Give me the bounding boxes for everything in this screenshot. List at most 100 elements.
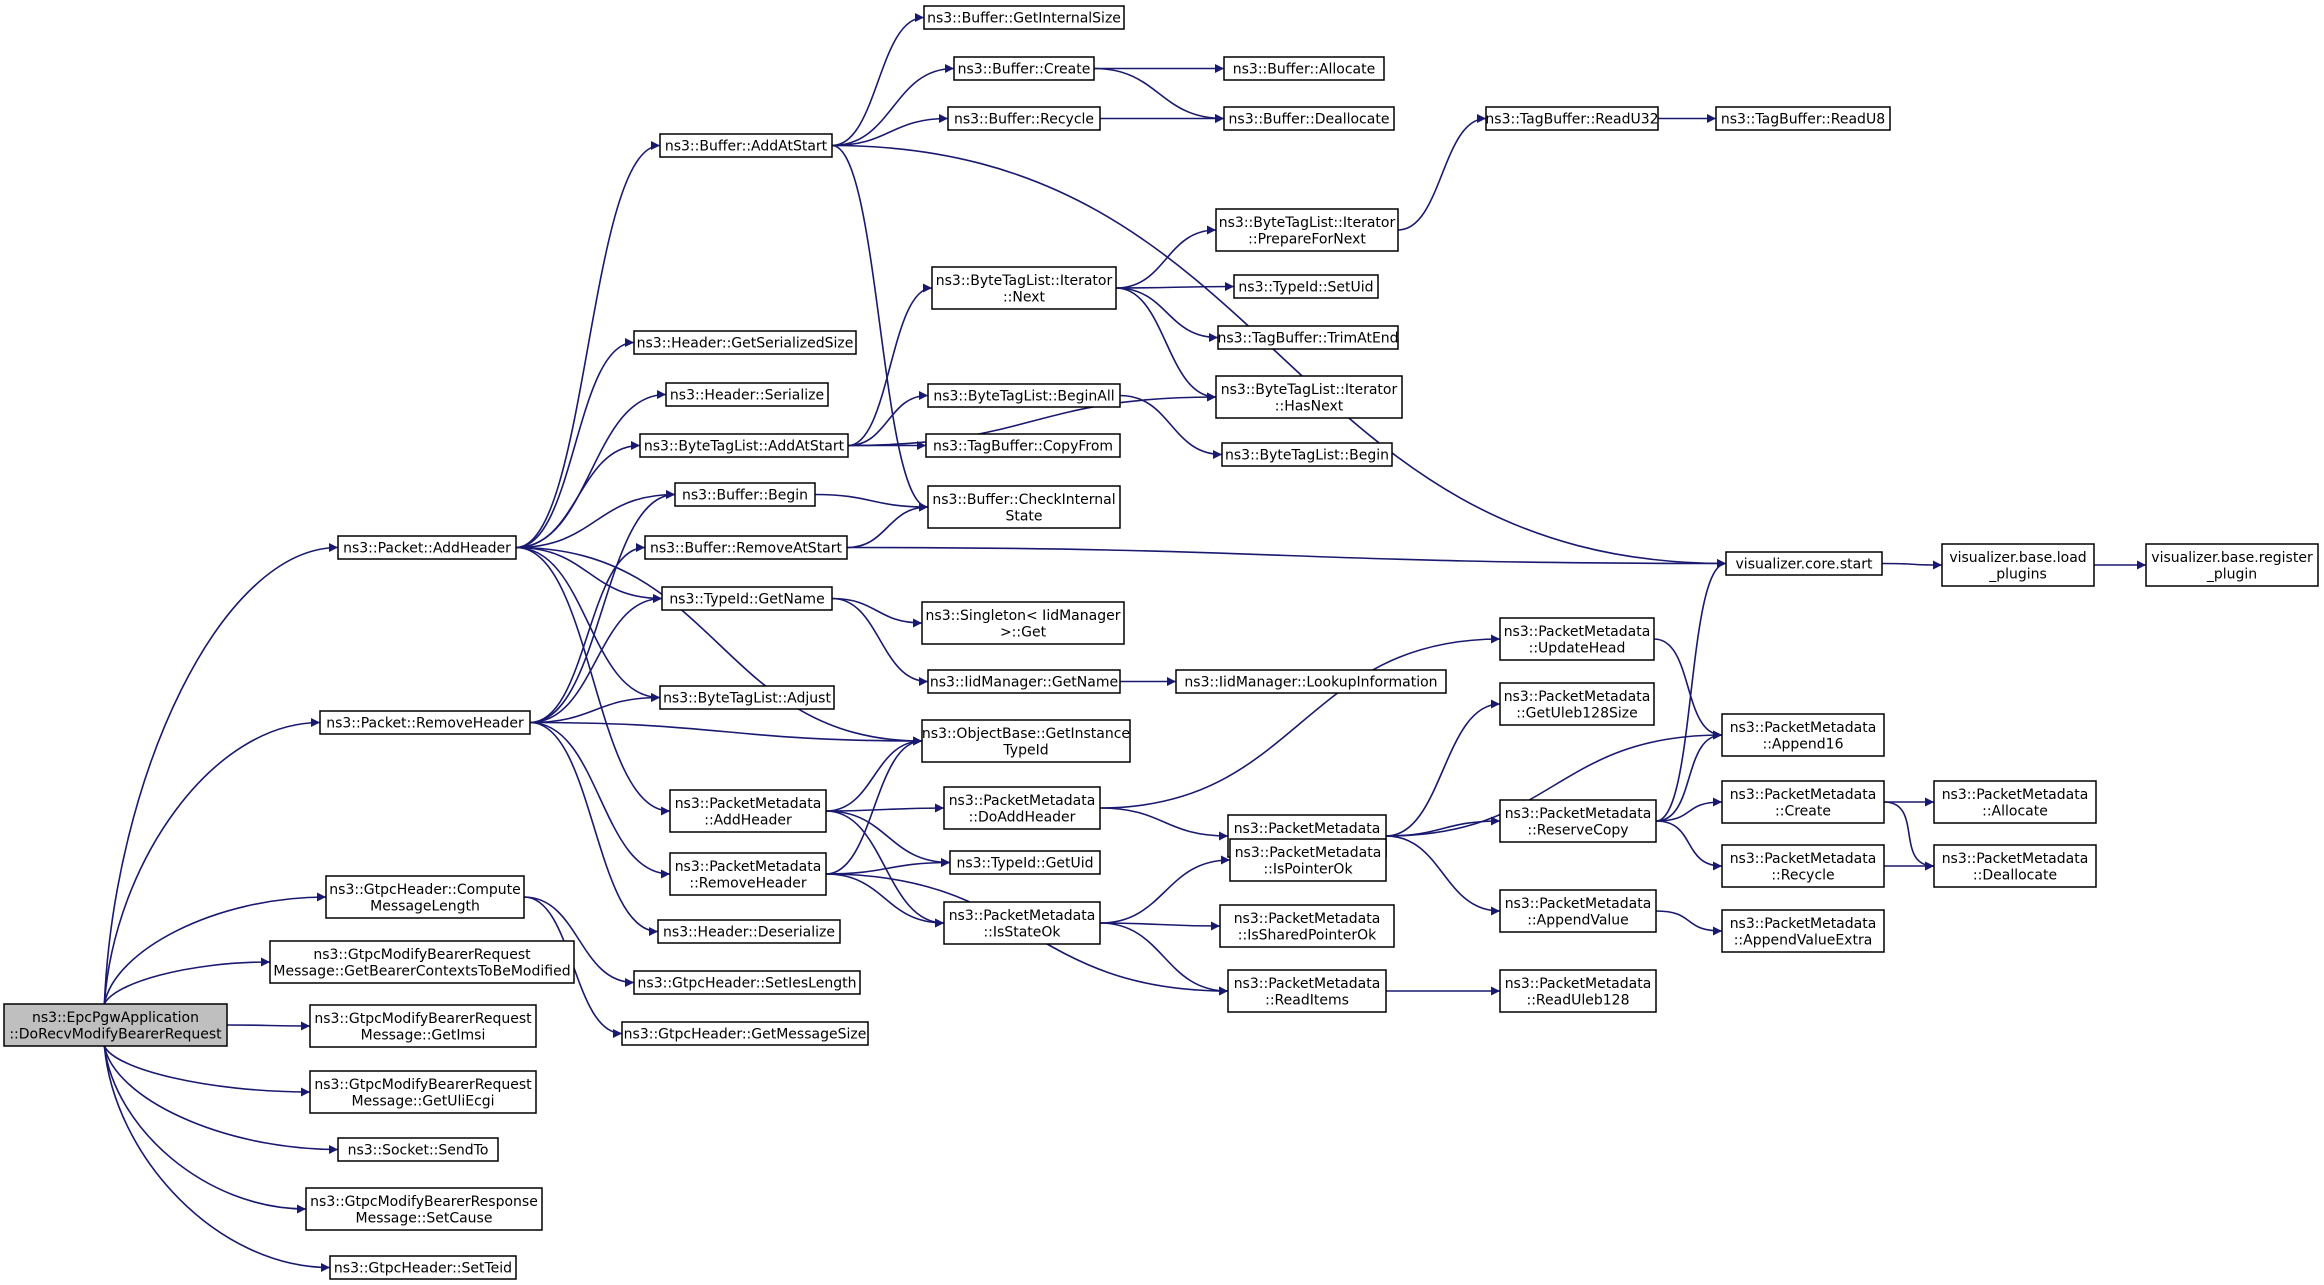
edge-removeheader-to-pmremoveheader [529, 721, 671, 879]
node-label-line: ::ReadUleb128 [1527, 992, 1630, 1008]
node-bufremoveatstart[interactable]: ns3::Buffer::RemoveAtStart [644, 535, 848, 560]
node-box [309, 1070, 537, 1114]
node-hdrserialize[interactable]: ns3::Header::Serialize [665, 382, 829, 407]
node-bufcreate[interactable]: ns3::Buffer::Create [953, 56, 1095, 81]
node-label-line: ns3::PacketMetadata [949, 908, 1096, 924]
node-bufdeallocate[interactable]: ns3::Buffer::Deallocate [1223, 106, 1395, 131]
node-bufallocate[interactable]: ns3::Buffer::Allocate [1223, 56, 1385, 81]
node-btladdatstart[interactable]: ns3::ByteTagList::AddAtStart [639, 433, 849, 458]
node-tagreadu8[interactable]: ns3::TagBuffer::ReadU8 [1715, 106, 1891, 131]
node-label-line: ns3::TypeId::GetUid [956, 856, 1093, 872]
node-pmappendvalue[interactable]: ns3::PacketMetadata::AppendValue [1499, 889, 1657, 933]
node-tagreadu32[interactable]: ns3::TagBuffer::ReadU32 [1485, 106, 1659, 131]
node-btladjust[interactable]: ns3::ByteTagList::Adjust [659, 685, 835, 710]
node-label-line: ns3::PacketMetadata [1234, 821, 1381, 837]
node-vizload[interactable]: visualizer.base.load_plugins [1941, 543, 2095, 587]
edge-bufremoveatstart-to-vizstart [846, 546, 1727, 568]
node-box [1721, 909, 1885, 953]
node-getbearer[interactable]: ns3::GtpcModifyBearerRequestMessage::Get… [269, 940, 575, 984]
node-pmupdatehead[interactable]: ns3::PacketMetadata::UpdateHead [1499, 617, 1655, 661]
node-singletonget[interactable]: ns3::Singleton< IidManager>::Get [921, 601, 1125, 645]
node-box [1933, 780, 2097, 824]
edge-btliternext-to-btlhasnext [1115, 287, 1217, 402]
node-box [1721, 713, 1885, 757]
node-bufaddatstart[interactable]: ns3::Buffer::AddAtStart [659, 133, 833, 158]
node-box [1223, 56, 1385, 81]
node-btlbegin[interactable]: ns3::ByteTagList::Begin [1221, 442, 1393, 467]
node-pmdeallocate[interactable]: ns3::PacketMetadata::Deallocate [1933, 844, 2097, 888]
node-addheader[interactable]: ns3::Packet::AddHeader [337, 535, 517, 560]
node-vizstart[interactable]: visualizer.core.start [1725, 551, 1883, 576]
node-label-line: ns3::ByteTagList::Iterator [936, 273, 1113, 289]
node-iidlookup[interactable]: ns3::IidManager::LookupInformation [1175, 669, 1447, 694]
node-bufgetinternalsize[interactable]: ns3::Buffer::GetInternalSize [923, 5, 1125, 30]
node-removeheader[interactable]: ns3::Packet::RemoveHeader [319, 710, 531, 735]
node-setieslength[interactable]: ns3::GtpcHeader::SetIesLength [633, 970, 861, 995]
node-pmrecycle[interactable]: ns3::PacketMetadata::Recycle [1721, 844, 1885, 888]
node-hdrdeserialize[interactable]: ns3::Header::Deserialize [657, 919, 841, 944]
node-btlprepare[interactable]: ns3::ByteTagList::Iterator::PrepareForNe… [1215, 208, 1399, 252]
node-pmreaduleb[interactable]: ns3::PacketMetadata::ReadUleb128 [1499, 969, 1657, 1013]
node-setteid[interactable]: ns3::GtpcHeader::SetTeid [329, 1255, 517, 1280]
node-typeidsetuid[interactable]: ns3::TypeId::SetUid [1233, 274, 1379, 299]
node-btlbeginall[interactable]: ns3::ByteTagList::BeginAll [927, 383, 1121, 408]
node-box [923, 5, 1125, 30]
node-getuli[interactable]: ns3::GtpcModifyBearerRequestMessage::Get… [309, 1070, 537, 1114]
node-box [1721, 780, 1885, 824]
node-bufbegin[interactable]: ns3::Buffer::Begin [674, 482, 816, 507]
node-box [659, 685, 835, 710]
edge-btlprepare-to-tagreadu32 [1397, 114, 1487, 231]
node-box [325, 875, 525, 919]
edge-root-to-computelen [103, 892, 327, 1005]
node-label-line: ::IsSharedPointerOk [1238, 927, 1377, 943]
node-pmgetuleb[interactable]: ns3::PacketMetadata::GetUleb128Size [1499, 682, 1655, 726]
node-box [1725, 551, 1883, 576]
node-root[interactable]: ns3::EpcPgwApplication::DoRecvModifyBear… [3, 1003, 228, 1047]
node-btlhasnext[interactable]: ns3::ByteTagList::Iterator::HasNext [1215, 375, 1403, 419]
node-getimsi[interactable]: ns3::GtpcModifyBearerRequestMessage::Get… [309, 1004, 537, 1048]
node-pmdoaddheader[interactable]: ns3::PacketMetadata::DoAddHeader [943, 786, 1101, 830]
node-setcause[interactable]: ns3::GtpcModifyBearerResponseMessage::Se… [305, 1187, 543, 1231]
node-pmispointerok[interactable]: ns3::PacketMetadata::IsPointerOk [1229, 838, 1387, 882]
node-pmreservecopy[interactable]: ns3::PacketMetadata::ReserveCopy [1499, 799, 1657, 843]
edge-computelen-to-setieslength [523, 896, 635, 987]
edge-addheader-to-bufbegin [515, 490, 676, 549]
node-label-line: ns3::PacketMetadata [1730, 851, 1877, 867]
node-typeidgetname[interactable]: ns3::TypeId::GetName [661, 586, 833, 611]
edge-pmremoveheader-to-objgetinstance [825, 736, 923, 875]
node-typeidgetuid[interactable]: ns3::TypeId::GetUid [949, 850, 1101, 875]
node-box [2145, 543, 2319, 587]
node-label-line: ::Allocate [1982, 803, 2048, 819]
node-pmremoveheader[interactable]: ns3::PacketMetadata::RemoveHeader [669, 852, 827, 896]
node-iidgetname[interactable]: ns3::IidManager::GetName [927, 669, 1121, 694]
node-tagtrimatend[interactable]: ns3::TagBuffer::TrimAtEnd [1217, 325, 1399, 350]
node-vizregister[interactable]: visualizer.base.register_plugin [2145, 543, 2319, 587]
node-pmissharedok[interactable]: ns3::PacketMetadata::IsSharedPointerOk [1219, 904, 1395, 948]
node-getmsgsize[interactable]: ns3::GtpcHeader::GetMessageSize [621, 1021, 869, 1046]
node-label-line: ns3::PacketMetadata [1730, 787, 1877, 803]
edge-pmisstateok-to-pmissharedok [1099, 921, 1221, 931]
node-pmappend16[interactable]: ns3::PacketMetadata::Append16 [1721, 713, 1885, 757]
node-pmallocate[interactable]: ns3::PacketMetadata::Allocate [1933, 780, 2097, 824]
node-tagcopyfrom[interactable]: ns3::TagBuffer::CopyFrom [925, 433, 1121, 458]
node-label-line: ns3::TypeId::SetUid [1238, 280, 1373, 296]
node-pmisstateok[interactable]: ns3::PacketMetadata::IsStateOk [943, 901, 1101, 945]
node-sendto[interactable]: ns3::Socket::SendTo [337, 1137, 499, 1162]
edge-pmreservecopy-to-vizstart [1655, 559, 1727, 822]
node-bufrecycle[interactable]: ns3::Buffer::Recycle [947, 106, 1101, 131]
node-box [927, 669, 1121, 694]
node-btliternext[interactable]: ns3::ByteTagList::Iterator::Next [931, 266, 1117, 310]
edge-btladdatstart-to-btlbeginall [847, 391, 929, 447]
node-pmcreate[interactable]: ns3::PacketMetadata::Create [1721, 780, 1885, 824]
edges-layer [103, 13, 2146, 1272]
node-pmappendextra[interactable]: ns3::PacketMetadata::AppendValueExtra [1721, 909, 1885, 953]
node-pmaddheader[interactable]: ns3::PacketMetadata::AddHeader [669, 789, 827, 833]
node-label-line: ns3::TagBuffer::TrimAtEnd [1217, 331, 1398, 347]
node-box [1499, 682, 1655, 726]
node-hdrgetsize[interactable]: ns3::Header::GetSerializedSize [633, 330, 857, 355]
node-pmreaditems[interactable]: ns3::PacketMetadata::ReadItems [1227, 969, 1387, 1013]
node-box [1941, 543, 2095, 587]
